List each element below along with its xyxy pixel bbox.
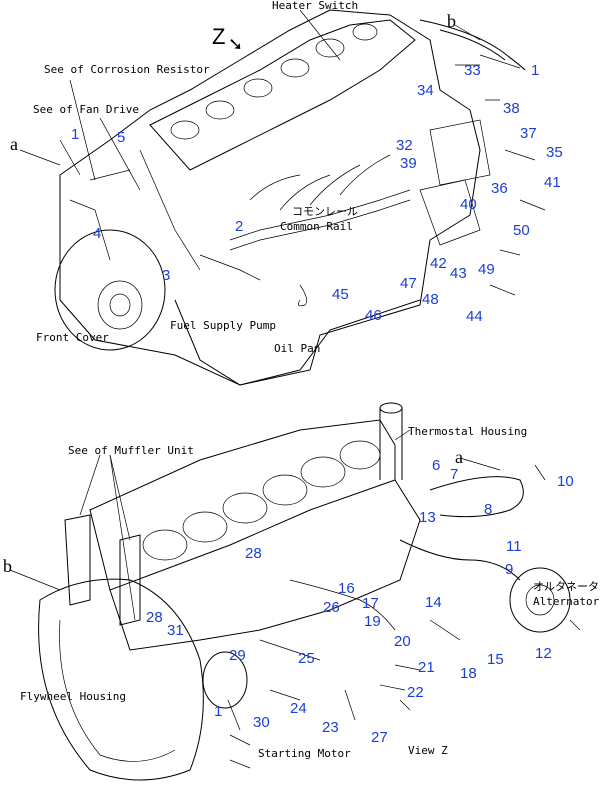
- callout-38: 38: [503, 100, 520, 117]
- callout-28b: 28: [146, 609, 163, 626]
- fan-drive-label: See of Fan Drive: [33, 103, 139, 116]
- callout-12: 12: [535, 645, 552, 662]
- callout-4: 4: [93, 225, 101, 242]
- callout-36: 36: [491, 180, 508, 197]
- callout-40: 40: [460, 196, 477, 213]
- arrow-b-bottom: b: [3, 556, 12, 576]
- callout-15: 15: [487, 651, 504, 668]
- front-cover-label: Front Cover: [36, 331, 109, 344]
- callout-49: 49: [478, 261, 495, 278]
- callout-1c: 1: [214, 703, 222, 720]
- callout-47: 47: [400, 275, 417, 292]
- callout-9: 9: [505, 561, 513, 578]
- callout-6: 6: [432, 457, 440, 474]
- callout-33: 33: [464, 62, 481, 79]
- callout-10: 10: [557, 473, 574, 490]
- callout-1b: 1: [71, 126, 79, 143]
- alternator-jp-label: オルタネータ: [533, 580, 599, 593]
- fuel-supply-pump-label: Fuel Supply Pump: [170, 319, 276, 332]
- callout-23: 23: [322, 719, 339, 736]
- callout-31: 31: [167, 622, 184, 639]
- callout-50: 50: [513, 222, 530, 239]
- callout-7: 7: [450, 466, 458, 483]
- heater-switch-label: Heater Switch: [272, 0, 358, 12]
- callout-2: 2: [235, 218, 243, 235]
- common-rail-label: Common Rail: [280, 220, 353, 233]
- callout-41: 41: [544, 174, 561, 191]
- corrosion-resistor-label: See of Corrosion Resistor: [44, 63, 210, 76]
- callout-5: 5: [117, 129, 125, 146]
- callout-24: 24: [290, 700, 307, 717]
- callout-39: 39: [400, 155, 417, 172]
- arrow-b-top: b: [447, 11, 456, 31]
- view-z-label: View Z: [408, 744, 448, 757]
- callout-18: 18: [460, 665, 477, 682]
- thermostat-housing-label: Thermostal Housing: [408, 425, 527, 438]
- arrow-a-bottom: a: [455, 447, 463, 467]
- callout-27: 27: [371, 729, 388, 746]
- callout-20: 20: [394, 633, 411, 650]
- callout-34: 34: [417, 82, 434, 99]
- callout-25: 25: [298, 650, 315, 667]
- callout-26: 26: [323, 599, 340, 616]
- alternator-label: Alternator: [533, 595, 600, 608]
- flywheel-housing-label: Flywheel Housing: [20, 690, 126, 703]
- view-z-marker: Z: [212, 24, 225, 49]
- callout-30: 30: [253, 714, 270, 731]
- callout-35: 35: [546, 144, 563, 161]
- bottom-leader-lines: [9, 429, 501, 731]
- callout-32: 32: [396, 137, 413, 154]
- callout-42: 42: [430, 255, 447, 272]
- callout-21: 21: [418, 659, 435, 676]
- muffler-unit-label: See of Muffler Unit: [68, 444, 194, 457]
- callout-29: 29: [229, 647, 246, 664]
- callout-17: 17: [362, 595, 379, 612]
- starting-motor-label: Starting Motor: [258, 747, 351, 760]
- common-rail-jp-label: コモンレール: [292, 205, 358, 218]
- callout-14: 14: [425, 594, 442, 611]
- callout-19: 19: [364, 613, 381, 630]
- bottom-engine-outline: [38, 402, 581, 781]
- callout-3: 3: [162, 267, 170, 284]
- callout-11: 11: [506, 538, 522, 555]
- callout-46: 46: [365, 307, 382, 324]
- top-leader-lines: [19, 9, 521, 191]
- callout-16: 16: [338, 580, 355, 597]
- callout-13: 13: [419, 509, 436, 526]
- callout-8: 8: [484, 501, 492, 518]
- view-z-arrow-icon: ➘: [228, 34, 243, 54]
- oil-pan-label: Oil Pan: [274, 342, 320, 355]
- callout-1: 1: [531, 62, 539, 79]
- callout-37: 37: [520, 125, 537, 142]
- arrow-a-top: a: [10, 134, 18, 154]
- callout-43: 43: [450, 265, 467, 282]
- callout-22: 22: [407, 684, 424, 701]
- callout-28: 28: [245, 545, 262, 562]
- callout-44: 44: [466, 308, 483, 325]
- top-engine-outline: [54, 9, 546, 386]
- callout-48: 48: [422, 291, 439, 308]
- callout-45: 45: [332, 286, 349, 303]
